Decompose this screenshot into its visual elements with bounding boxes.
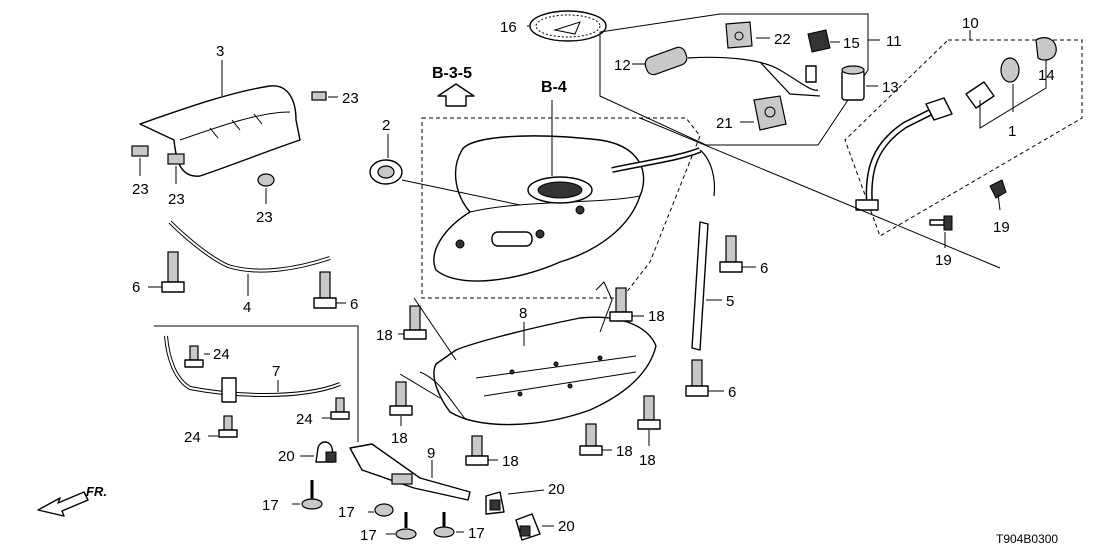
callout-17a: 17	[262, 497, 279, 514]
front-arrow-icon	[37, 491, 89, 517]
callout-18d: 18	[502, 453, 519, 470]
part-6-bolt-d	[685, 359, 709, 397]
part-10-filler-pipe	[855, 97, 953, 211]
part-6-bolt-a	[161, 251, 185, 293]
ref-b35: B-3-5	[432, 65, 472, 82]
callout-18c: 18	[391, 430, 408, 447]
callout-17d: 17	[468, 525, 485, 542]
callout-23a: 23	[342, 90, 359, 107]
callout-15: 15	[843, 35, 860, 52]
part-2-grommet	[369, 159, 403, 185]
callout-10: 10	[962, 15, 979, 32]
tank-dashed-frame	[421, 117, 1001, 299]
callout-9: 9	[427, 445, 435, 462]
group-11-frame	[599, 13, 880, 146]
part-17-screw-c	[395, 512, 417, 540]
part-20-clip-b	[485, 491, 505, 515]
callout-24b: 24	[296, 411, 313, 428]
callout-17b: 17	[338, 504, 355, 521]
callout-7: 7	[272, 363, 280, 380]
part-20-clip-a	[315, 441, 337, 463]
callout-17c: 17	[360, 527, 377, 544]
part-18-bolt-c	[389, 381, 413, 416]
callout-23c: 23	[168, 191, 185, 208]
callout-18e: 18	[616, 443, 633, 460]
callout-6c: 6	[760, 260, 768, 277]
callout-8: 8	[519, 305, 527, 322]
part-23-nut-b	[131, 145, 149, 157]
callout-11: 11	[886, 33, 902, 50]
fuel-tank	[433, 135, 716, 282]
callout-21: 21	[716, 115, 733, 132]
group-10-frame	[844, 30, 1083, 237]
part-6-bolt-b	[313, 271, 337, 309]
callout-23b: 23	[132, 181, 149, 198]
callout-20b: 20	[548, 481, 565, 498]
callout-16: 16	[500, 19, 517, 36]
part-6-bolt-c	[719, 235, 743, 273]
part-23-nut-a	[311, 91, 327, 101]
part-20-clip-c	[515, 513, 541, 541]
callout-18f: 18	[639, 452, 656, 469]
callout-18a: 18	[376, 327, 393, 344]
part-24-bolt-b	[330, 397, 350, 420]
callout-1: 1	[1008, 123, 1016, 140]
callout-6b: 6	[350, 296, 358, 313]
part-8-tank-guard	[419, 281, 657, 426]
part-24-bolt-c	[218, 415, 238, 438]
part-19-bolt-upper	[989, 179, 1007, 211]
callout-4: 4	[243, 299, 251, 316]
part-18-bolt-d	[465, 435, 489, 466]
callout-12: 12	[614, 57, 631, 74]
part-18-bolt-f	[637, 395, 661, 430]
part-5-tank-strap	[691, 221, 709, 351]
up-arrow-icon	[437, 83, 475, 107]
part-13-filter	[841, 65, 865, 101]
part-18-bolt-b	[609, 287, 633, 322]
callout-23d: 23	[256, 209, 273, 226]
callout-19b: 19	[935, 252, 952, 269]
part-18-bolt-e	[579, 423, 603, 456]
part-1-cap-assembly	[965, 37, 1057, 109]
part-7-frame	[154, 325, 359, 442]
callout-2: 2	[382, 117, 390, 134]
part-22-clip	[725, 21, 753, 49]
part-17-screw-b	[374, 503, 394, 517]
callout-13: 13	[882, 79, 899, 96]
part-21-valve	[753, 95, 787, 131]
callout-18b: 18	[648, 308, 665, 325]
part-17-screw-d	[433, 512, 455, 538]
callout-6d: 6	[728, 384, 736, 401]
part-17-screw-a	[301, 480, 323, 510]
callout-6a: 6	[132, 279, 140, 296]
callout-3: 3	[216, 43, 224, 60]
part-7-bracket	[164, 335, 341, 403]
part-4-tank-strap	[168, 220, 331, 273]
part-24-bolt-a	[184, 345, 204, 368]
callout-24c: 24	[184, 429, 201, 446]
ref-b4: B-4	[541, 79, 567, 96]
callout-22: 22	[774, 31, 791, 48]
part-12-fuel-sender	[644, 46, 821, 97]
part-9-bracket	[349, 443, 471, 501]
diagram-code: T904B0300	[996, 532, 1058, 546]
part-15-connector	[807, 29, 831, 53]
callout-20c: 20	[558, 518, 575, 535]
callout-19a: 19	[993, 219, 1010, 236]
callout-20a: 20	[278, 448, 295, 465]
part-3-heat-shield	[139, 85, 301, 177]
part-23-nut-d	[257, 173, 275, 187]
callout-14: 14	[1038, 67, 1055, 84]
callout-5: 5	[726, 293, 734, 310]
callout-24a: 24	[213, 346, 230, 363]
front-label: FR.	[86, 484, 107, 499]
part-16-gasket	[529, 10, 607, 42]
part-23-nut-c	[167, 153, 185, 165]
